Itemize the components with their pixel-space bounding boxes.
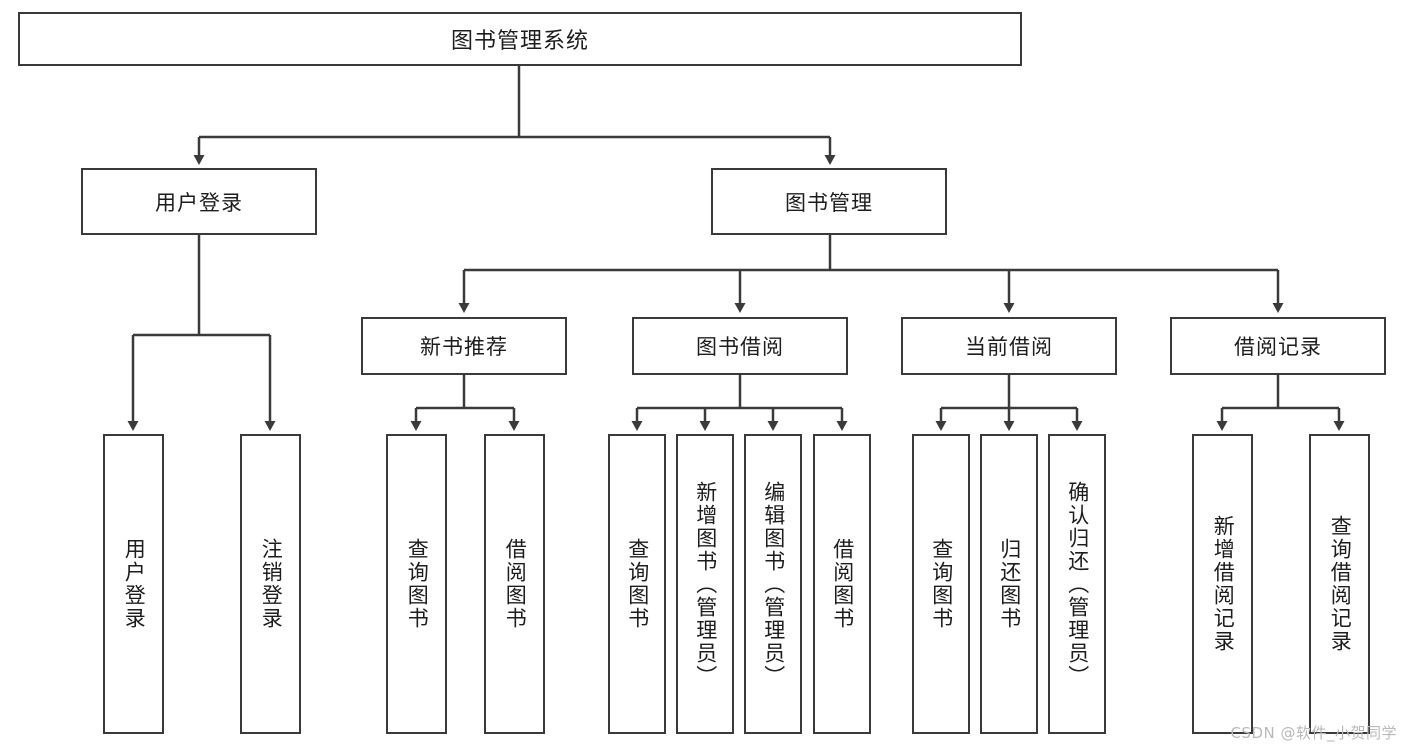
leaf-logout[interactable]: 注销登录 <box>240 434 301 734</box>
leaf-query-borrow-record[interactable]: 查询借阅记录 <box>1309 434 1370 734</box>
leaf-add-book-admin[interactable]: 新增图书（管理员） <box>676 434 734 734</box>
node-current-borrow[interactable]: 当前借阅 <box>901 317 1117 375</box>
leaf-query-book-borrow[interactable]: 查询图书 <box>608 434 666 734</box>
leaf-query-book-current[interactable]: 查询图书 <box>912 434 970 734</box>
leaf-edit-book-admin[interactable]: 编辑图书（管理员） <box>744 434 802 734</box>
node-new-book-recommend[interactable]: 新书推荐 <box>361 317 567 375</box>
leaf-confirm-return-admin[interactable]: 确认归还（管理员） <box>1048 434 1106 734</box>
leaf-query-book-new[interactable]: 查询图书 <box>386 434 447 734</box>
node-borrow-record[interactable]: 借阅记录 <box>1170 317 1386 375</box>
watermark: CSDN @软件_小贺同学 <box>1230 724 1397 742</box>
node-book-management[interactable]: 图书管理 <box>711 168 947 235</box>
leaf-return-book[interactable]: 归还图书 <box>980 434 1038 734</box>
leaf-add-borrow-record[interactable]: 新增借阅记录 <box>1192 434 1253 734</box>
leaf-borrow-book[interactable]: 借阅图书 <box>813 434 871 734</box>
node-user-login[interactable]: 用户登录 <box>81 168 317 235</box>
node-root[interactable]: 图书管理系统 <box>18 12 1022 66</box>
node-book-borrow[interactable]: 图书借阅 <box>632 317 848 375</box>
leaf-user-login[interactable]: 用户登录 <box>103 434 164 734</box>
leaf-borrow-book-new[interactable]: 借阅图书 <box>484 434 545 734</box>
